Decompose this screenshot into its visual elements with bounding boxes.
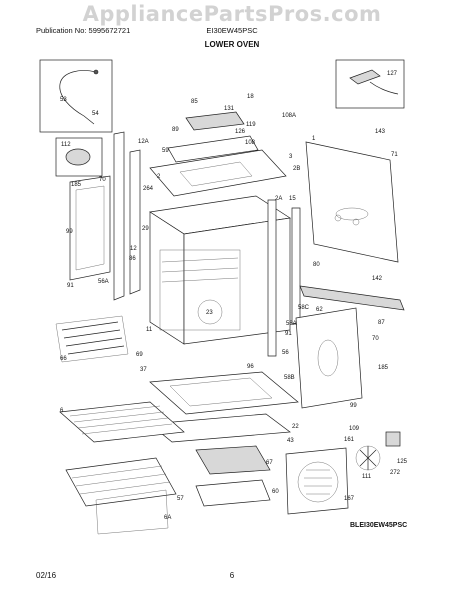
- top-panel: [149, 149, 287, 197]
- callout-109: 109: [349, 426, 360, 432]
- callout-91-left: 91: [67, 283, 74, 289]
- top-bracket: [185, 111, 245, 131]
- callout-272: 272: [390, 470, 401, 476]
- oven-rack-upper: [59, 401, 185, 443]
- callout-2b: 2B: [293, 166, 300, 172]
- door-frame: [149, 371, 299, 415]
- callout-11: 11: [146, 327, 153, 333]
- callout-18: 18: [247, 94, 254, 100]
- wire-harness-icon: [59, 70, 97, 125]
- callout-59: 59: [162, 148, 169, 154]
- callout-12: 12: [130, 246, 137, 252]
- broil-pan: [195, 479, 271, 507]
- callout-69: 69: [136, 352, 143, 358]
- callout-86: 86: [129, 256, 136, 262]
- right-insulation: [295, 307, 363, 409]
- drawing-code: BLEI30EW45PSC: [350, 522, 408, 529]
- callout-12a: 12A: [138, 139, 149, 145]
- callout-56: 56: [282, 350, 289, 356]
- callout-111: 111: [362, 474, 372, 480]
- callout-53: 53: [60, 97, 67, 103]
- callout-58a: 58A: [286, 321, 297, 327]
- callout-125: 125: [397, 459, 408, 465]
- callout-1: 1: [312, 136, 316, 142]
- left-insulation: [69, 175, 111, 281]
- convection-cover: [285, 447, 349, 515]
- latch-motor-icon: [65, 148, 91, 166]
- callout-6: 6: [60, 408, 64, 414]
- fan-motor: [385, 431, 401, 447]
- callout-2: 2: [157, 174, 161, 180]
- callout-54: 54: [92, 111, 99, 117]
- inset-box-latch: [55, 137, 103, 177]
- callout-264: 264: [143, 186, 154, 192]
- callout-119: 119: [246, 122, 256, 128]
- left-side-trim: [113, 131, 125, 301]
- callout-185-left: 185: [71, 182, 82, 188]
- callout-89: 89: [172, 127, 179, 133]
- callout-167: 167: [344, 496, 355, 502]
- oven-cavity: [183, 217, 291, 345]
- callout-37: 37: [140, 367, 147, 373]
- callout-127: 127: [387, 71, 398, 77]
- callout-56a: 56A: [98, 279, 109, 285]
- callout-6a: 6A: [164, 515, 171, 521]
- callout-23: 23: [206, 310, 213, 316]
- callout-126: 126: [235, 129, 246, 135]
- callout-96: 96: [247, 364, 254, 370]
- callout-112: 112: [61, 142, 71, 148]
- sensor-icon: [349, 69, 381, 85]
- callout-71: 71: [391, 152, 398, 158]
- rear-panel: [305, 141, 399, 263]
- watermark: AppliancePartsPros.com: [82, 2, 382, 26]
- callout-185-right: 185: [378, 365, 389, 371]
- oven-rack-lower: [65, 457, 177, 507]
- page-number: 6: [229, 571, 235, 580]
- callout-58c: 58C: [298, 305, 310, 311]
- callout-22: 22: [292, 424, 299, 430]
- callout-70-right: 70: [372, 336, 379, 342]
- section-title: LOWER OVEN: [204, 40, 260, 49]
- callout-80: 80: [313, 262, 320, 268]
- callout-143: 143: [375, 129, 386, 135]
- callout-43: 43: [287, 438, 294, 444]
- callout-91-right: 91: [285, 331, 292, 337]
- callout-66: 66: [60, 356, 67, 362]
- callout-108: 108: [245, 140, 256, 146]
- callout-62: 62: [316, 307, 323, 313]
- callout-67: 67: [266, 460, 273, 466]
- callout-85: 85: [191, 99, 198, 105]
- callout-57: 57: [177, 496, 184, 502]
- footer-date: 02/16: [36, 571, 57, 580]
- callout-15: 15: [289, 196, 296, 202]
- bottom-bracket: [299, 285, 405, 311]
- callout-70-left: 70: [99, 177, 106, 183]
- callout-99-right: 99: [350, 403, 357, 409]
- callout-99-left: 99: [66, 229, 73, 235]
- callout-29: 29: [142, 226, 149, 232]
- inset-box-wire-harness: [39, 59, 113, 133]
- publication-number: Publication No: 5995672721: [36, 26, 131, 35]
- callout-142: 142: [372, 276, 383, 282]
- callout-131: 131: [224, 106, 235, 112]
- callout-161: 161: [344, 437, 355, 443]
- callout-3: 3: [289, 154, 293, 160]
- callout-60: 60: [272, 489, 279, 495]
- inset-box-sensor: [335, 59, 405, 109]
- callout-87: 87: [378, 320, 385, 326]
- model-number: EI30EW45PSC: [206, 26, 258, 35]
- callout-2a: 2A: [275, 196, 282, 202]
- callout-108a: 108A: [282, 113, 296, 119]
- callout-58b: 58B: [284, 375, 295, 381]
- bake-element: [55, 315, 129, 363]
- bottom-tray: [149, 413, 291, 443]
